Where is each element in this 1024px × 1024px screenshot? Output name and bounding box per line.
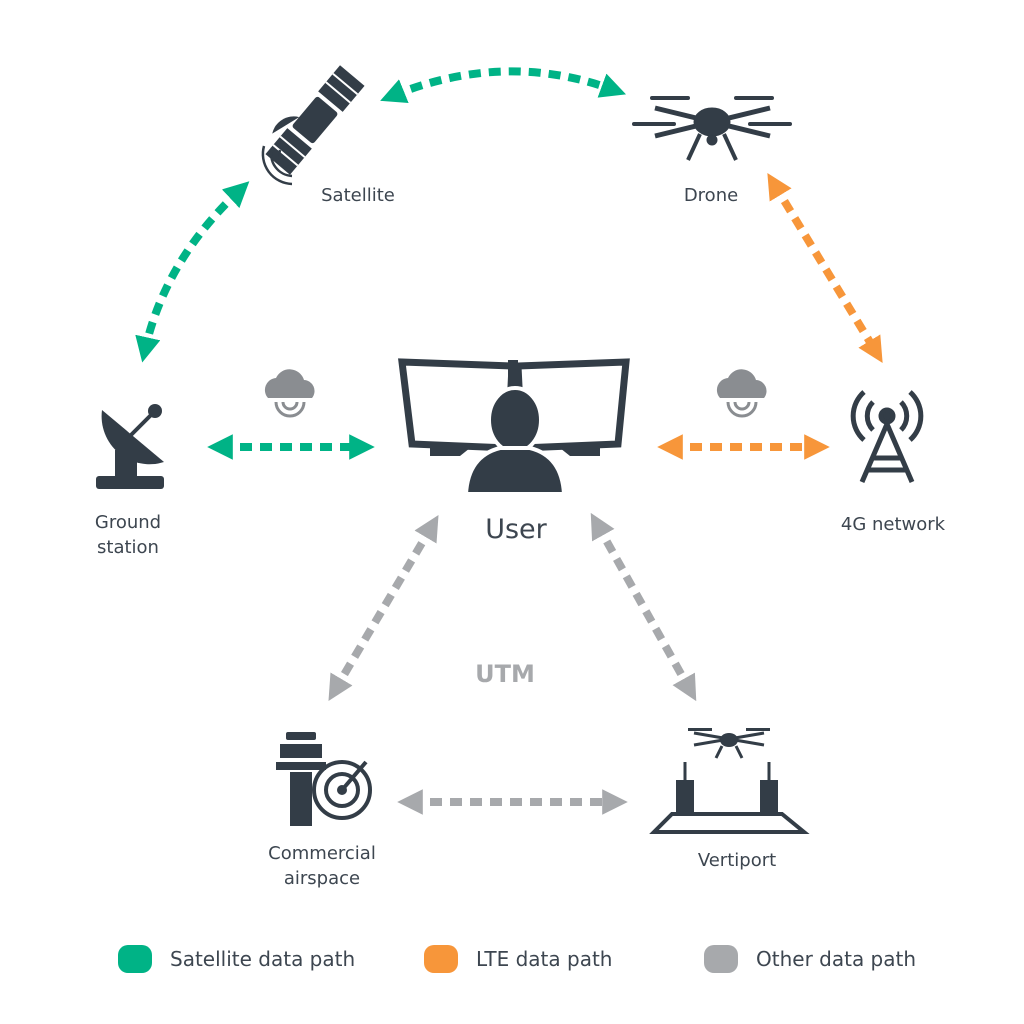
legend-other: Other data path [704,945,916,973]
drone-icon [632,96,792,161]
drone-label: Drone [683,185,739,206]
legend-swatch-green [118,945,152,973]
satellite-signal-icon [261,145,293,186]
arrow-user-commercial [328,514,439,702]
commercial-airspace-label: Commercial airspace [268,843,376,889]
legend-lte: LTE data path [424,945,612,973]
user-label: User [485,514,547,545]
4g-network-label: 4G network [840,514,946,535]
utm-label: UTM [475,660,535,688]
control-tower-radar-icon [276,732,372,826]
ground-station-label: Ground station [94,512,162,558]
ground-station-icon [96,404,164,489]
legend-label: LTE data path [476,947,613,971]
arrow-satellite-ground-station [135,181,250,363]
legend-label: Satellite data path [170,947,356,971]
user-workstation-icon [398,358,630,496]
vertiport-label: Vertiport [697,850,777,871]
satellite-label: Satellite [321,185,395,206]
cloud-signal-icon [716,369,767,418]
legend-swatch-orange [424,945,458,973]
arrow-user-vertiport [590,512,697,702]
vertiport-icon [649,728,810,834]
cloud-signal-icon [264,369,315,418]
arrow-satellite-drone [380,67,627,104]
legend-satellite: Satellite data path [118,945,355,973]
legend-label: Other data path [756,947,917,971]
legend-swatch-grey [704,945,738,973]
cell-tower-icon [850,390,924,483]
arrow-drone-4g [767,173,883,363]
satellite-icon [265,65,365,175]
